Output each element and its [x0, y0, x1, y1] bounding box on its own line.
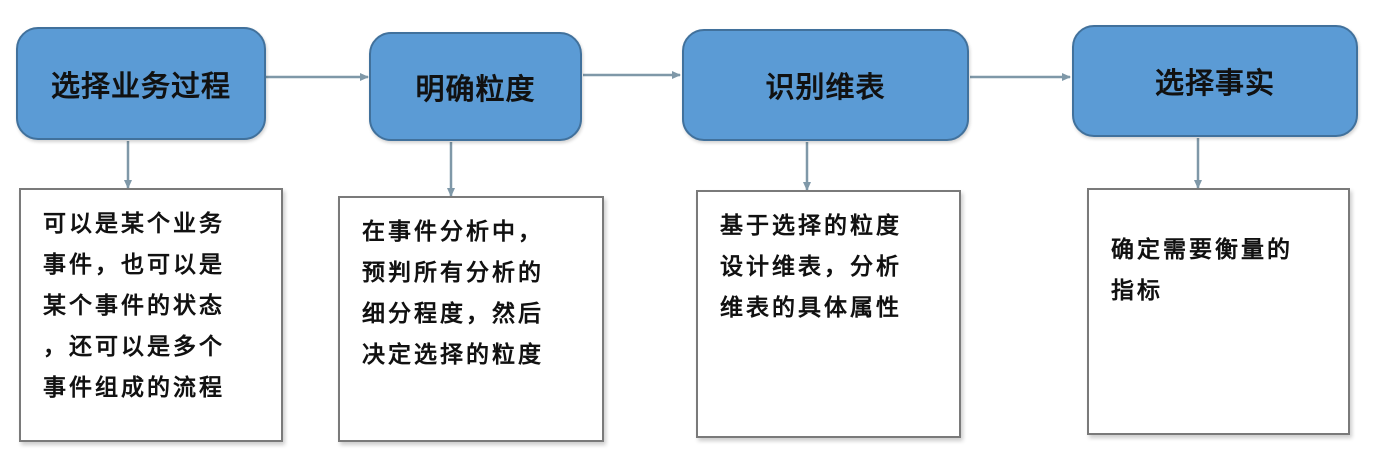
description-line: 事件，也可以是 [43, 252, 225, 278]
description-line: 细分程度，然后 [362, 301, 544, 327]
step-label: 识别维表 [765, 70, 886, 104]
description-line: 确定需要衡量的 [1111, 237, 1293, 263]
description-box-1: 可以是某个业务 事件，也可以是 某个事件的状态 ，还可以是多个 事件组成的流程 [19, 188, 283, 442]
description-box-4: 确定需要衡量的 指标 [1087, 188, 1350, 435]
step-label: 明确粒度 [415, 71, 536, 106]
description-line: 指标 [1111, 278, 1163, 304]
description-line: ，还可以是多个 [43, 334, 225, 360]
step-label: 选择业务过程 [50, 68, 231, 103]
step-label: 选择事实 [1154, 66, 1275, 100]
description-line: 事件组成的流程 [43, 375, 225, 401]
step-define-granularity: 明确粒度 [369, 32, 582, 141]
description-line: 维表的具体属性 [720, 295, 902, 321]
description-line: 预判所有分析的 [362, 260, 544, 286]
description-line: 基于选择的粒度 [720, 213, 902, 239]
description-box-2: 在事件分析中， 预判所有分析的 细分程度，然后 决定选择的粒度 [338, 196, 604, 442]
description-line: 决定选择的粒度 [362, 342, 544, 368]
description-line: 在事件分析中， [362, 219, 544, 245]
description-line: 某个事件的状态 [43, 293, 225, 319]
step-select-business-process: 选择业务过程 [16, 27, 266, 140]
step-identify-dimensions: 识别维表 [682, 29, 969, 141]
description-box-3: 基于选择的粒度 设计维表，分析 维表的具体属性 [696, 190, 961, 438]
step-select-facts: 选择事实 [1072, 25, 1358, 137]
description-line: 可以是某个业务 [43, 211, 225, 237]
description-line: 设计维表，分析 [720, 254, 902, 280]
